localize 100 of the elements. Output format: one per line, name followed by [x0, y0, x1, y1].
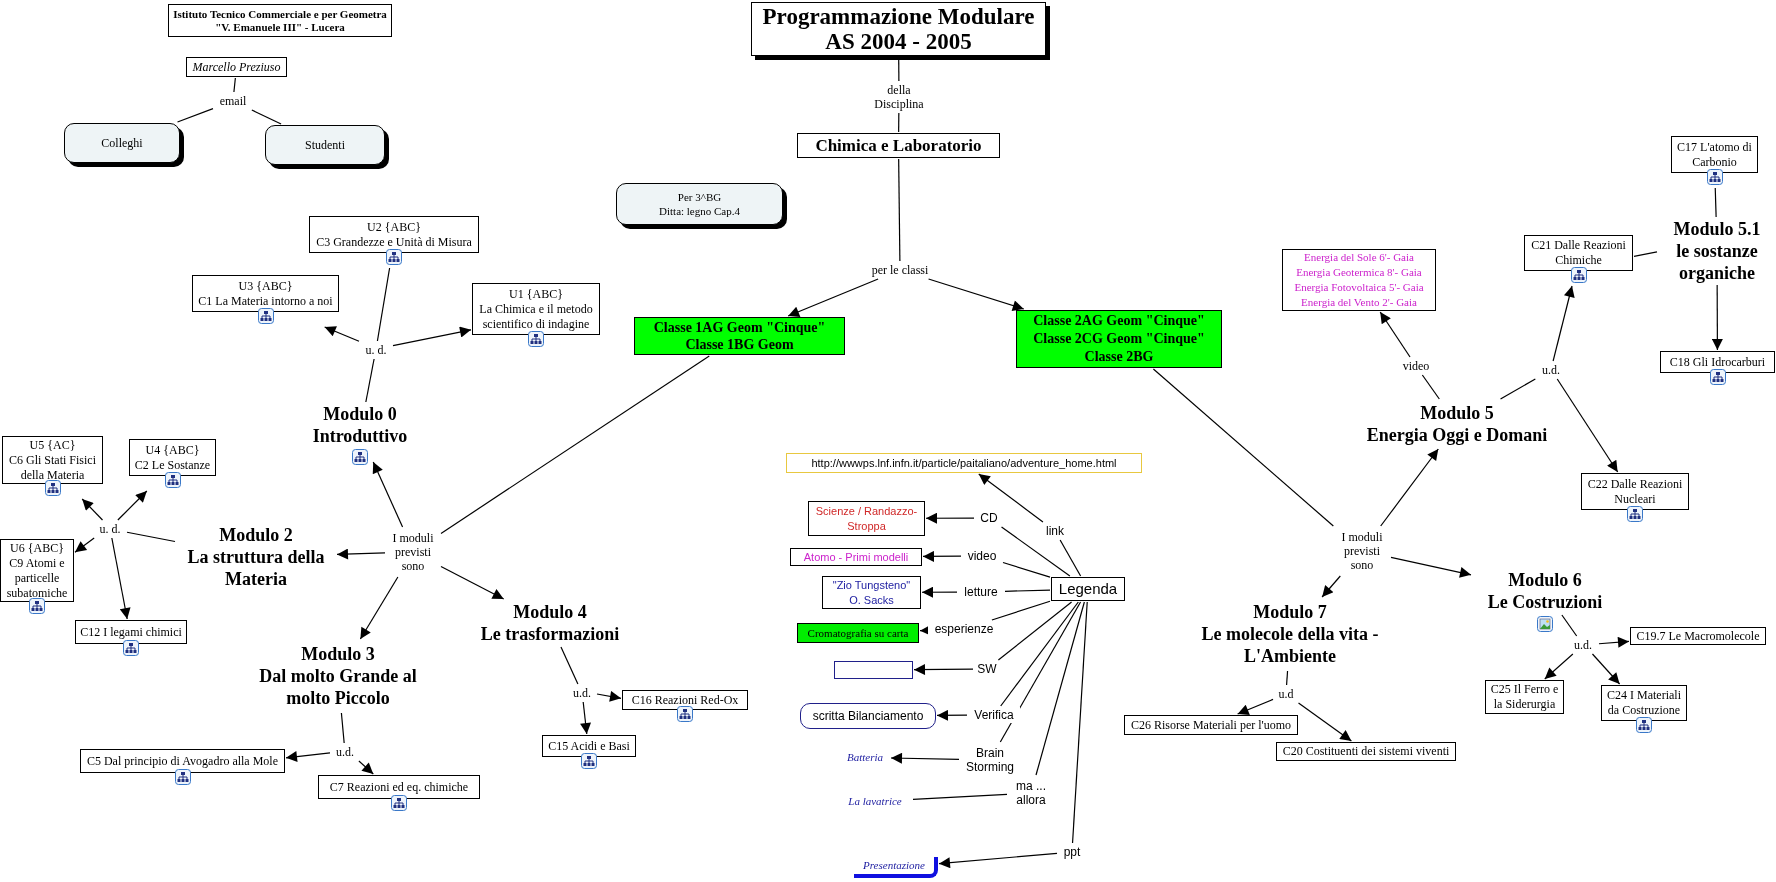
concept-box: C20 Costituenti dei sistemi viventi: [1276, 742, 1456, 761]
module-title: Introduttivo: [312, 425, 408, 447]
concept-box: [472, 283, 600, 335]
module-number: Modulo 2: [219, 524, 293, 546]
box-text: Classe 1BG Geom: [685, 336, 794, 353]
box-text: Energia Geotermica 8'- Gaia: [1296, 265, 1422, 280]
arrow: [580, 701, 591, 735]
connector-line: [126, 531, 176, 543]
box-text: C6 Gli Stati Fisici della Materia: [8, 452, 97, 483]
arrow: [890, 752, 960, 764]
connector-line: [440, 355, 710, 535]
box-text: Classe 2CG Geom "Cinque": [1033, 330, 1205, 348]
connector-line: [1286, 670, 1289, 686]
concept-box: Chimica e Laboratorio: [797, 133, 1000, 158]
connector-line: [560, 646, 579, 685]
concept-box: C21 Dalle Reazioni Chimiche: [1524, 235, 1633, 271]
concept-box: [129, 439, 216, 476]
concept-box: Legenda: [1051, 577, 1125, 601]
connector-line: [1499, 378, 1536, 400]
concept-box: C24 I Materiali da Costruzione: [1601, 685, 1687, 721]
box-text: U1 {ABC}: [509, 286, 563, 302]
concept-box: Istituto Tecnico Commerciale e per Geometra "V. Emanuele III" - Lucera: [168, 4, 392, 37]
box-text: Classe 1AG Geom "Cinque": [653, 319, 826, 336]
connector-line: [1000, 601, 1079, 707]
arrow: [1297, 702, 1352, 742]
concept-box: C12 I legami chimici: [75, 620, 187, 644]
connector-line: [1714, 187, 1717, 218]
concept-box: [2, 436, 103, 484]
concept-box: Scienze / Randazzo-Stroppa: [808, 501, 925, 536]
connector-line: [997, 601, 1073, 661]
empty-box: [834, 661, 913, 679]
connector-line: [898, 112, 900, 133]
module-number: Modulo 3: [301, 643, 375, 665]
concept-box: scritta Bilanciamento: [800, 703, 936, 729]
box-text: AS 2004 - 2005: [825, 29, 972, 54]
concept-box: "Zio Tungsteno" O. Sacks: [822, 576, 921, 609]
connector-line: [1633, 251, 1658, 257]
arrow: [336, 548, 386, 560]
box-text: Classe 2BG: [1084, 348, 1154, 366]
arrow: [1591, 653, 1621, 685]
concept-box: C25 Il Ferro e la Siderurgia: [1485, 680, 1564, 714]
arrow: [111, 537, 131, 620]
box-text: C1 La Materia intorno a noi: [198, 293, 333, 309]
arrow: [1598, 636, 1630, 648]
connector-line: [1071, 601, 1088, 844]
concept-box: C15 Acidi e Basi: [542, 735, 636, 757]
arrow: [922, 550, 962, 562]
box-text: U4 {ABC}: [145, 442, 200, 458]
arrow: [913, 664, 974, 676]
connector-line: [999, 601, 1082, 743]
arrow: [596, 690, 622, 702]
module-title: Le Costruzioni: [1487, 591, 1603, 613]
module-title: La struttura della Materia: [186, 546, 326, 590]
module-title: Dal molto Grande al molto Piccolo: [258, 665, 418, 709]
connector-line: [1561, 614, 1578, 637]
connector-line: [991, 600, 1051, 621]
connector-line: [898, 158, 901, 262]
arrow: [1379, 311, 1411, 358]
arrow: [787, 278, 879, 317]
box-text: Programmazione Modulare: [762, 4, 1035, 29]
arrow: [324, 326, 360, 342]
box-text: C2 Le Sostanze: [134, 457, 211, 473]
arrow: [74, 537, 95, 553]
concept-box: C18 Gli Idrocarburi: [1660, 351, 1775, 373]
module-number: Modulo 6: [1508, 569, 1582, 591]
module-number: Modulo 4: [513, 601, 587, 623]
arrow: [1237, 698, 1274, 715]
connector-line: [376, 267, 391, 342]
concept-box: C19.7 Le Macromolecole: [1630, 627, 1766, 645]
concept-box: [634, 317, 845, 355]
connector-line: [912, 793, 1008, 801]
box-text: C9 Atomi e particelle subatomiche: [5, 555, 69, 601]
concept-box: C22 Dalle Reazioni Nucleari: [1581, 473, 1689, 510]
arrow: [285, 751, 331, 763]
module-title: Le molecole della vita - L'Ambiente: [1200, 623, 1380, 667]
connector-line: [176, 107, 214, 123]
arrow: [392, 326, 472, 347]
concept-box: C17 L'atomo di Carbonio: [1671, 136, 1758, 173]
arrow: [359, 576, 399, 640]
concept-box: [309, 216, 479, 253]
box-text: Per 3^BG: [677, 190, 722, 204]
concept-box: [192, 275, 339, 312]
concept-box: C26 Risorse Materiali per l'uomo: [1124, 715, 1298, 735]
arrow: [927, 278, 1025, 311]
box-text: Energia del Sole 6'- Gaia: [1304, 250, 1414, 265]
connector-line: [1152, 368, 1334, 527]
arrow: [1552, 285, 1575, 362]
box-text: Ditta: legno Cap.4: [659, 204, 740, 218]
connector-line: [1035, 601, 1085, 776]
arrow: [921, 586, 958, 598]
arrow: [1390, 556, 1472, 578]
concept-box: [1282, 249, 1436, 311]
connector-line: [1000, 526, 1071, 577]
arrow: [1321, 575, 1341, 598]
box-text: Energia del Vento 2'- Gaia: [1301, 295, 1417, 310]
box-text: U3 {ABC}: [238, 278, 293, 294]
arrow: [1380, 448, 1439, 527]
module-title: le sostanze organiche: [1675, 240, 1759, 284]
concept-box: C16 Reazioni Red-Ox: [622, 690, 748, 710]
connector-line: [1059, 539, 1082, 577]
